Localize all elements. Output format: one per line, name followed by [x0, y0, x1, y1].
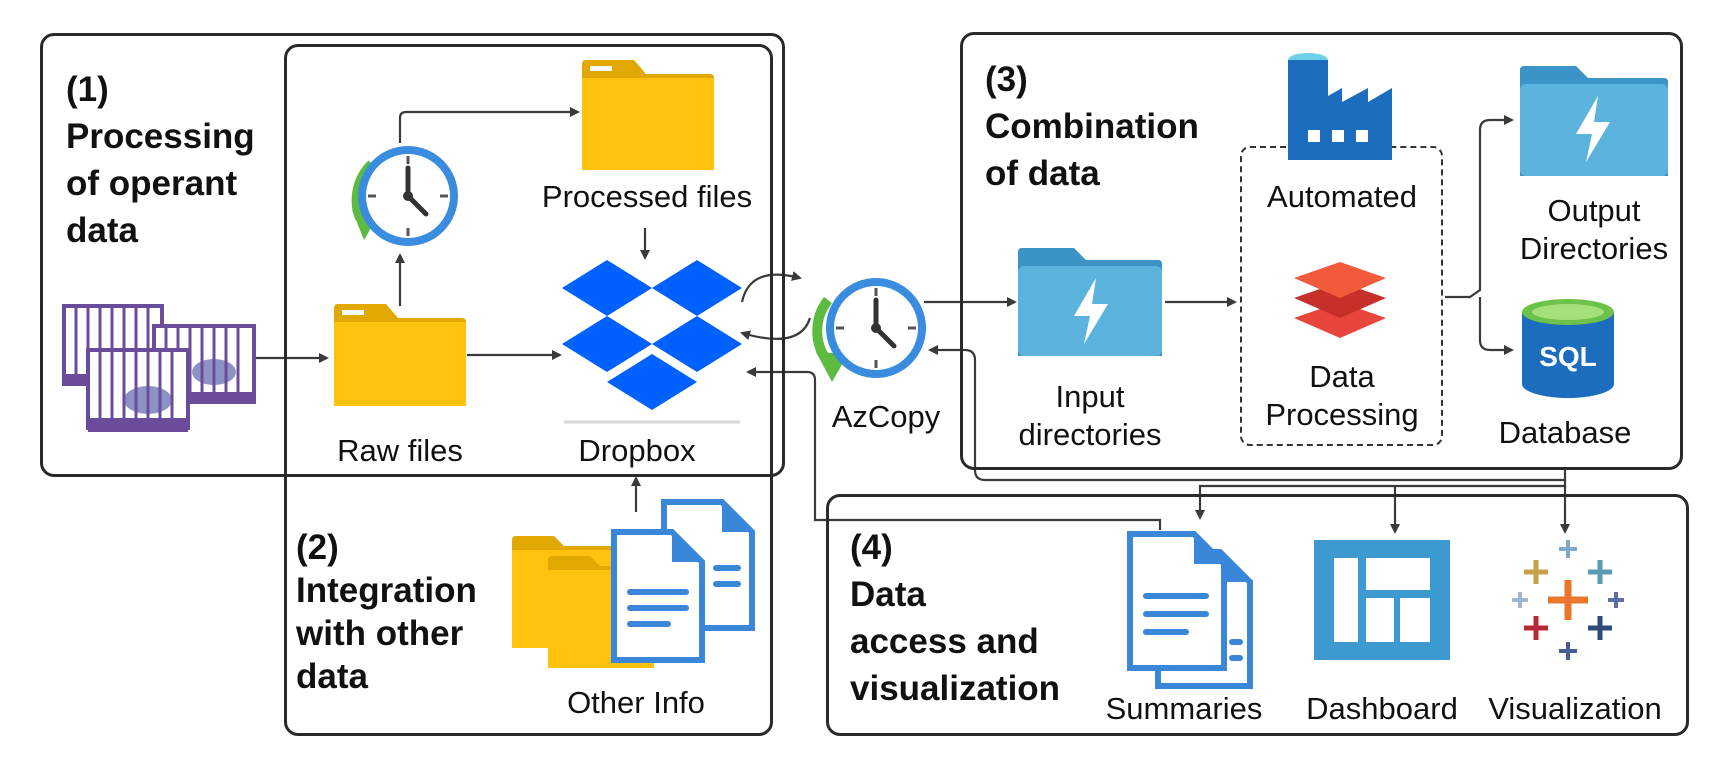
sync-arrow-bottom — [740, 317, 812, 341]
section-3-box — [960, 32, 1683, 470]
section-1-title-line3: data — [66, 211, 138, 250]
dashboard-label: Dashboard — [1306, 691, 1458, 726]
azcopy-clock-icon — [812, 278, 926, 382]
sql-label: SQL — [1539, 341, 1597, 372]
raw-files-folder-icon — [334, 304, 466, 406]
dashboard-icon — [1314, 540, 1450, 660]
output-directories-line1: Output — [1547, 193, 1641, 228]
section-2-number: (2) — [296, 528, 339, 567]
section-1-title-line1: Processing — [66, 117, 255, 156]
data-processing-layers-icon — [1294, 262, 1386, 338]
section-4-number: (4) — [850, 528, 893, 567]
database-label: Database — [1498, 415, 1632, 450]
arrow-processing-to-database — [1478, 297, 1514, 355]
input-directories-line1: Input — [1055, 379, 1125, 414]
section-4-title-line2: access and — [850, 622, 1039, 661]
section-4-heading: (4) Data access and visualization — [850, 524, 1060, 712]
section-1-box — [40, 33, 785, 477]
section-3-number: (3) — [985, 60, 1028, 99]
section-2-box — [284, 44, 773, 736]
automated-label: Automated — [1267, 179, 1417, 214]
section-2-title-line2: with other — [296, 614, 464, 653]
other-info-icon — [512, 499, 755, 668]
other-info-label: Other Info — [567, 685, 705, 720]
output-directories-line2: Directories — [1519, 231, 1669, 266]
input-directories-folder-icon — [1018, 248, 1162, 356]
sync-arrow-top — [740, 271, 802, 303]
arrow-database-to-azcopy — [928, 345, 1567, 482]
data-factory-icon — [1288, 53, 1392, 160]
dropbox-label: Dropbox — [578, 433, 696, 468]
data-processing-line2: Processing — [1265, 397, 1419, 432]
section-3-title-line1: Combination — [985, 107, 1199, 146]
output-directories-folder-icon — [1520, 66, 1668, 176]
section-1-title-line2: of operant — [66, 164, 238, 203]
processed-files-label: Processed files — [541, 179, 753, 214]
section-1-heading: (1) Processing of operant data — [66, 66, 255, 254]
section-2-heading: (2) Integration with other data — [296, 526, 477, 698]
section-3-heading: (3) Combination of data — [985, 56, 1199, 197]
section-2-title-line3: data — [296, 657, 368, 696]
section-1-number: (1) — [66, 70, 109, 109]
arrow-clock-to-processed — [398, 107, 580, 143]
visualization-label: Visualization — [1488, 691, 1662, 726]
data-processing-line1: Data — [1309, 359, 1375, 394]
summaries-label: Summaries — [1105, 691, 1263, 726]
section-4-title-line3: visualization — [850, 669, 1061, 708]
rat-cages-icon — [62, 304, 256, 432]
azcopy-label: AzCopy — [831, 399, 941, 434]
section-4-title-line1: Data — [850, 575, 926, 614]
sql-database-icon: SQL — [1522, 299, 1614, 398]
arrow-processing-to-output — [1445, 115, 1514, 299]
arrow-summaries-to-dropbox — [746, 367, 1162, 530]
output-directories-label: Output Directories — [1508, 192, 1680, 268]
data-processing-label: Data Processing — [1250, 358, 1434, 434]
section-2-title-line1: Integration — [296, 571, 477, 610]
clock-icon — [351, 146, 458, 246]
section-3-title-line2: of data — [985, 154, 1100, 193]
tableau-logo — [1512, 540, 1624, 660]
raw-files-label: Raw files — [337, 433, 463, 468]
arrow-database-to-summaries — [1195, 480, 1567, 520]
input-directories-label: Input directories — [1000, 378, 1180, 454]
input-directories-line2: directories — [1018, 417, 1162, 452]
summaries-document-icon — [1127, 531, 1253, 689]
processed-files-folder-icon — [582, 60, 714, 170]
section-4-box — [826, 494, 1689, 736]
dropbox-logo — [562, 260, 742, 424]
